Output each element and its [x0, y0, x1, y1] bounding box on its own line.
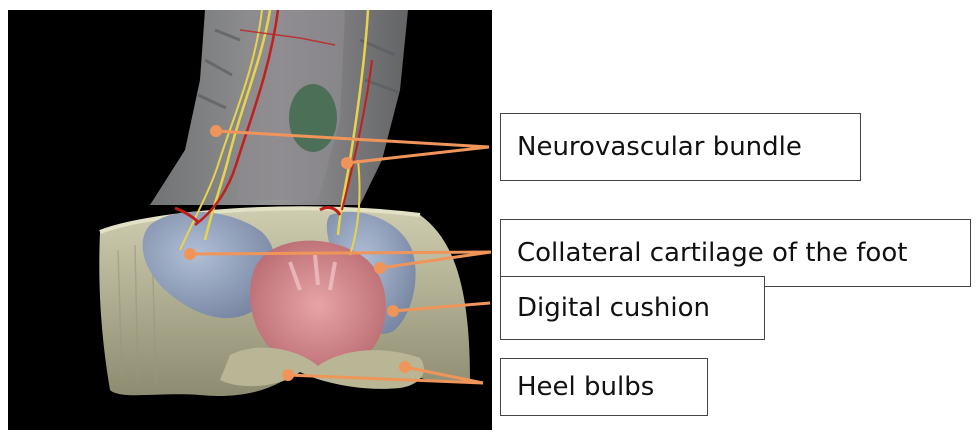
- label-cushion-text: Digital cushion: [517, 293, 710, 323]
- label-heel-bulbs: Heel bulbs: [500, 358, 708, 416]
- dot-cartilage-1: [184, 248, 196, 260]
- dot-cartilage-2: [374, 262, 386, 274]
- dot-neurovascular-1: [210, 125, 222, 137]
- leader-cartilage-1: [190, 252, 491, 254]
- tendon-patch: [289, 84, 337, 152]
- dot-neurovascular-2: [341, 157, 353, 169]
- dot-heel-2: [399, 361, 411, 373]
- dot-heel-1: [282, 369, 294, 381]
- dot-cushion: [387, 305, 399, 317]
- label-neurovascular-text: Neurovascular bundle: [517, 132, 802, 162]
- label-digital-cushion: Digital cushion: [500, 276, 765, 340]
- label-cartilage-text: Collateral cartilage of the foot: [517, 238, 907, 268]
- label-heel-text: Heel bulbs: [517, 372, 654, 402]
- label-neurovascular-bundle: Neurovascular bundle: [500, 113, 861, 181]
